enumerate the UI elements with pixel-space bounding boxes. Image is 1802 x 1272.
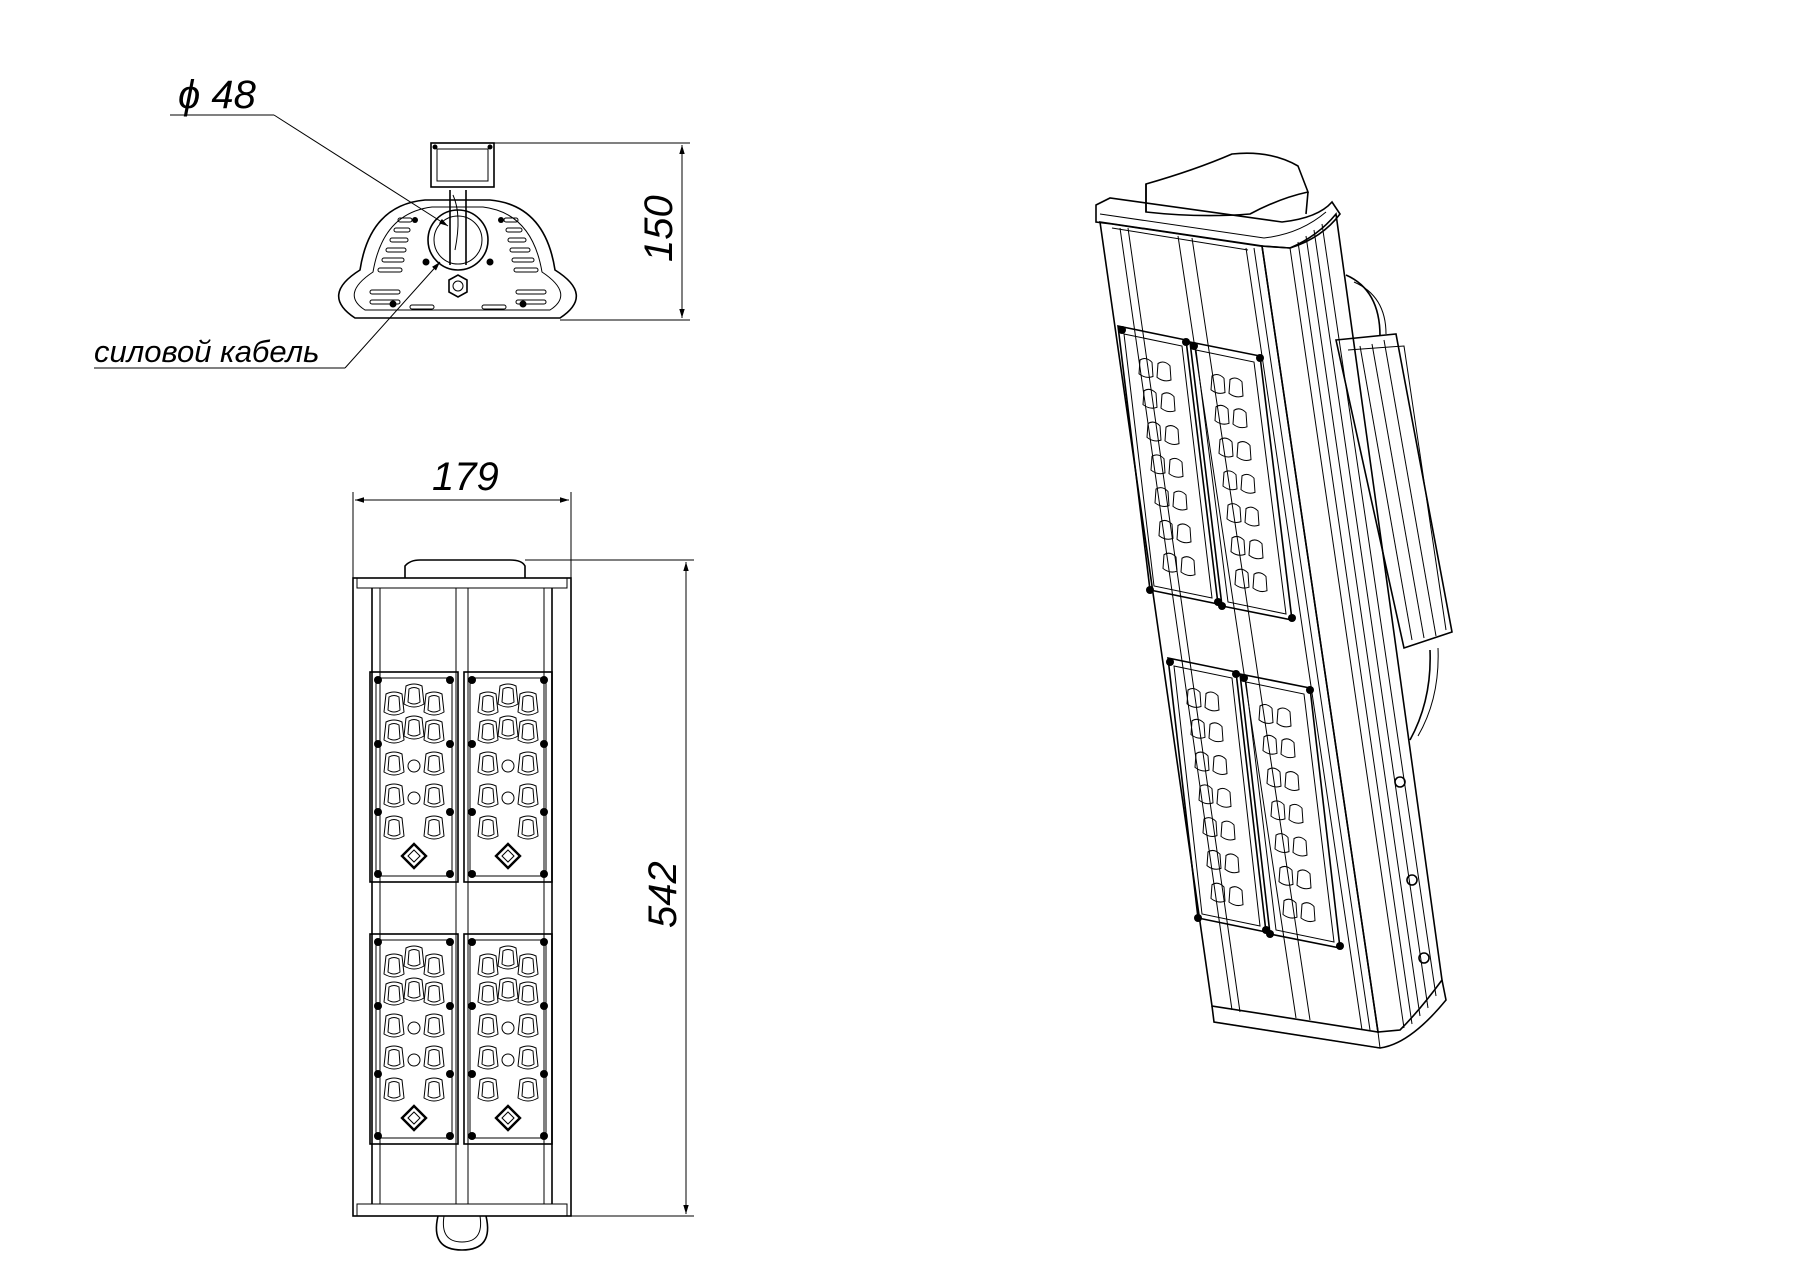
width-value: 179 (432, 455, 499, 499)
end-view (337, 142, 578, 319)
cable-label: силовой кабель (94, 334, 319, 369)
isometric-view (1095, 152, 1453, 1049)
length-value: 542 (641, 861, 685, 928)
height-dimension (494, 142, 690, 321)
front-view (352, 559, 572, 1251)
leader-lines (94, 114, 449, 369)
width-dimension (352, 492, 572, 578)
diameter-label: ϕ 48 (178, 73, 257, 117)
height-value: 150 (637, 195, 681, 262)
length-dimension (525, 559, 694, 1217)
